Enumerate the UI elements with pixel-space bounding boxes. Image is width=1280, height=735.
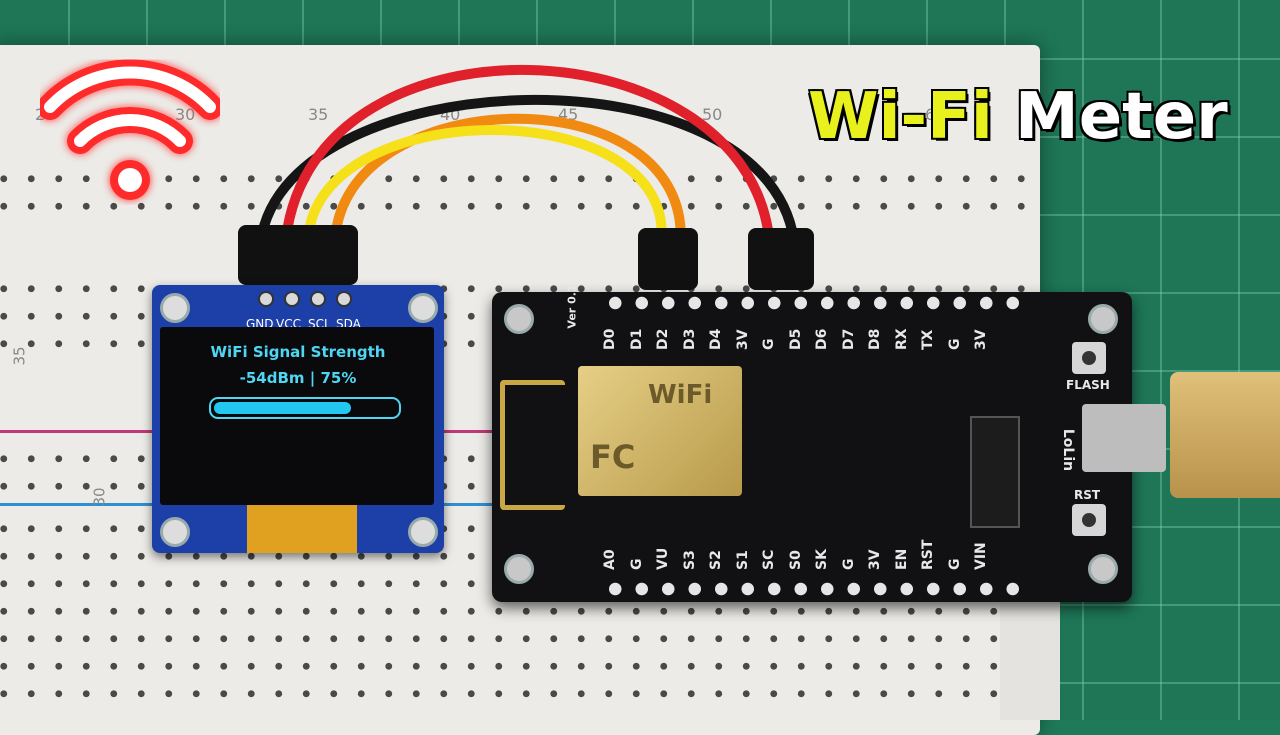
pin-label: EN — [893, 548, 910, 570]
mounting-hole — [408, 293, 438, 323]
pin-label: VIN — [973, 542, 989, 570]
pcb-antenna — [500, 380, 565, 510]
pin-label: D1 — [628, 328, 645, 350]
nodemcu-board: Ver 0.1 D0 D1 D2 D3 D4 3V G D5 D6 D7 D8 RX TX G 3V A0 G… — [492, 284, 1166, 602]
brand-label: LoLin — [1060, 428, 1077, 472]
pin-label: D6 — [814, 328, 830, 350]
pin-label: G — [840, 558, 857, 571]
pin-label: SK — [814, 549, 830, 570]
pin — [336, 291, 352, 307]
pin-label: D4 — [708, 328, 724, 350]
video-title: Wi-Fi Meter — [808, 80, 1228, 154]
title-meter: Meter — [1015, 80, 1228, 154]
pin-label: S3 — [681, 550, 698, 570]
pin-label: SC — [761, 549, 777, 570]
pin-label: 3V — [867, 549, 883, 570]
usb-cable — [1170, 372, 1280, 498]
column-number: 35 — [308, 105, 329, 124]
pin-label: G — [628, 558, 645, 571]
jumper-wires — [238, 64, 814, 290]
pin-label: D2 — [655, 328, 671, 350]
signal-strength-heading: WiFi Signal Strength — [210, 343, 386, 361]
pin — [258, 291, 274, 307]
pin — [310, 291, 326, 307]
pin-label: D7 — [840, 328, 857, 350]
pin — [284, 291, 300, 307]
oled-screen: WiFi Signal Strength -54dBm | 75% — [160, 327, 434, 505]
column-number: 60 — [925, 105, 946, 124]
pin-label: G — [761, 338, 777, 351]
reset-button[interactable] — [1072, 504, 1106, 536]
signal-readout: -54dBm | 75% — [239, 369, 357, 387]
column-number: 30 — [175, 105, 196, 124]
pin-label: S2 — [708, 550, 724, 570]
oled-flex-cable — [247, 505, 357, 553]
mounting-hole — [504, 554, 534, 584]
pin-label: VU — [655, 547, 671, 570]
oled-display-module: GND VCC SCL SDA WiFi Signal Strength -54… — [152, 285, 444, 553]
signal-progress-fill — [214, 402, 351, 414]
usb-serial-chip — [970, 416, 1020, 528]
mounting-hole — [1088, 554, 1118, 584]
pin-label: D8 — [867, 328, 883, 350]
module-fc-logo: FC — [590, 438, 636, 476]
column-number: 50 — [702, 105, 723, 124]
flash-label: FLASH — [1066, 378, 1110, 392]
rst-label: RST — [1074, 488, 1101, 502]
pin-label: D5 — [787, 328, 804, 350]
pin-label: S0 — [787, 550, 804, 570]
bottom-pin-header — [602, 578, 1022, 600]
pin-label: D0 — [602, 328, 618, 350]
mounting-hole — [408, 517, 438, 547]
wifi-icon — [40, 59, 220, 200]
mounting-hole — [160, 517, 190, 547]
mounting-hole — [504, 304, 534, 334]
pin-label: TX — [920, 329, 936, 350]
top-pin-header — [602, 292, 1022, 314]
column-number: 55 — [820, 105, 841, 124]
signal-progress-bar — [209, 397, 401, 419]
pin-label: S1 — [734, 550, 751, 570]
pin-label: 3V — [734, 329, 751, 350]
pin-label: RST — [920, 539, 936, 570]
pin-label: G — [946, 338, 963, 351]
pin-label: A0 — [602, 549, 618, 570]
title-wifi: Wi-Fi — [808, 80, 993, 154]
esp8266-module: WiFi FC — [578, 366, 742, 496]
pin-label: 3V — [973, 329, 989, 350]
pin-label: D3 — [681, 328, 698, 350]
pin-label: RX — [893, 328, 910, 350]
mounting-hole — [160, 293, 190, 323]
micro-usb-port — [1082, 404, 1166, 472]
flash-button[interactable] — [1072, 342, 1106, 374]
mounting-hole — [1088, 304, 1118, 334]
pin-label: G — [946, 558, 963, 571]
module-wifi-logo: WiFi — [648, 380, 713, 410]
version-label: Ver 0.1 — [565, 284, 579, 329]
